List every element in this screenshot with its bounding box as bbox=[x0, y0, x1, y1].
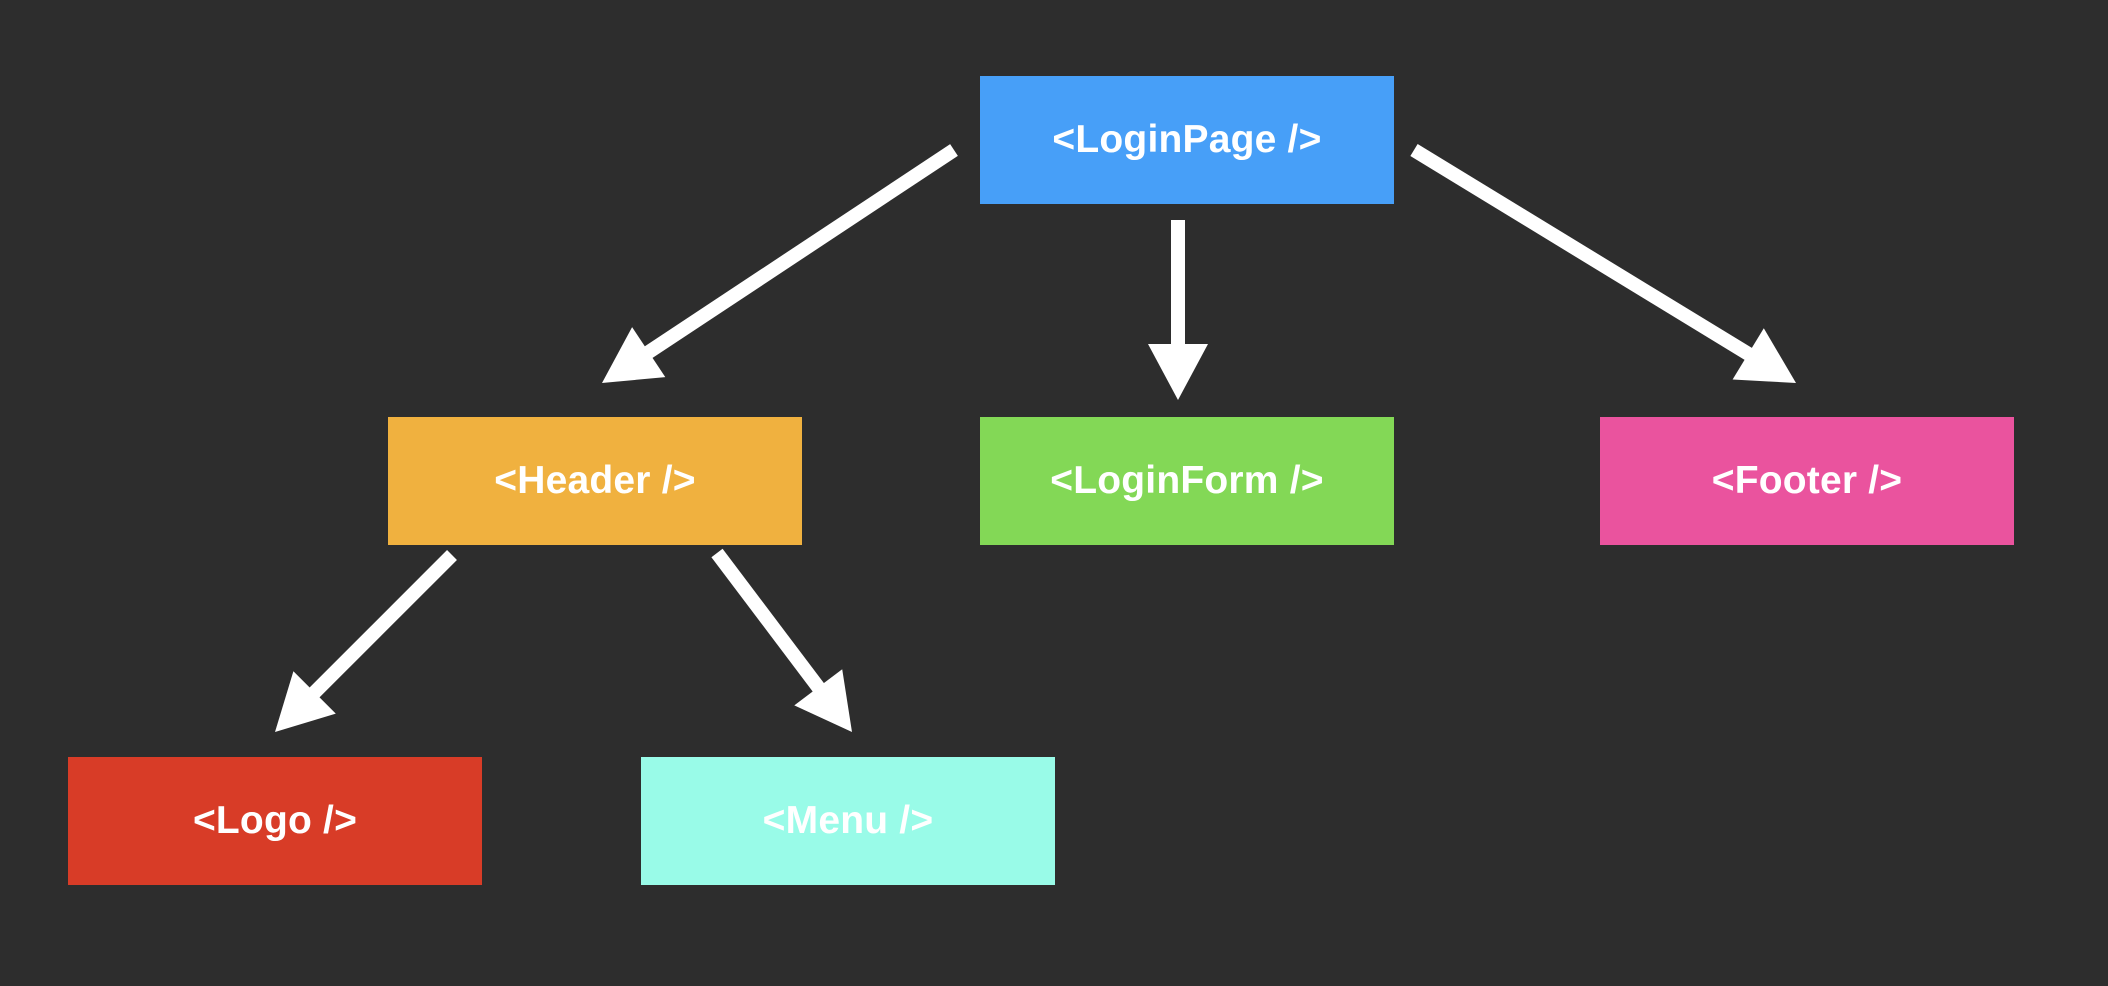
node-loginform: <LoginForm /> bbox=[980, 417, 1394, 545]
edge-header-to-menu bbox=[711, 548, 852, 732]
arrowhead-icon bbox=[1732, 328, 1796, 383]
node-footer: <Footer /> bbox=[1600, 417, 2014, 545]
node-logo-label: <Logo /> bbox=[192, 799, 358, 842]
node-loginform-label: <LoginForm /> bbox=[1050, 459, 1324, 502]
edge-shaft bbox=[1410, 144, 1754, 361]
node-footer-label: <Footer /> bbox=[1711, 459, 1903, 502]
node-loginpage-label: <LoginPage /> bbox=[1052, 118, 1322, 161]
edge-header-to-logo bbox=[275, 550, 457, 732]
node-menu: <Menu /> bbox=[641, 757, 1055, 885]
node-header: <Header /> bbox=[388, 417, 802, 545]
node-header-label: <Header /> bbox=[494, 459, 696, 502]
edge-loginpage-to-loginform bbox=[1148, 220, 1208, 400]
arrowhead-icon bbox=[275, 671, 336, 732]
edge-loginpage-to-header bbox=[602, 144, 958, 383]
node-logo: <Logo /> bbox=[68, 757, 482, 885]
edge-shaft bbox=[643, 144, 958, 360]
edge-loginpage-to-footer bbox=[1410, 144, 1796, 383]
edge-shaft bbox=[711, 548, 826, 694]
arrowhead-icon bbox=[1148, 344, 1208, 400]
arrowhead-icon bbox=[794, 669, 852, 732]
node-loginpage: <LoginPage /> bbox=[980, 76, 1394, 204]
arrowhead-icon bbox=[602, 327, 666, 383]
node-menu-label: <Menu /> bbox=[762, 799, 934, 842]
edge-shaft bbox=[308, 550, 457, 699]
